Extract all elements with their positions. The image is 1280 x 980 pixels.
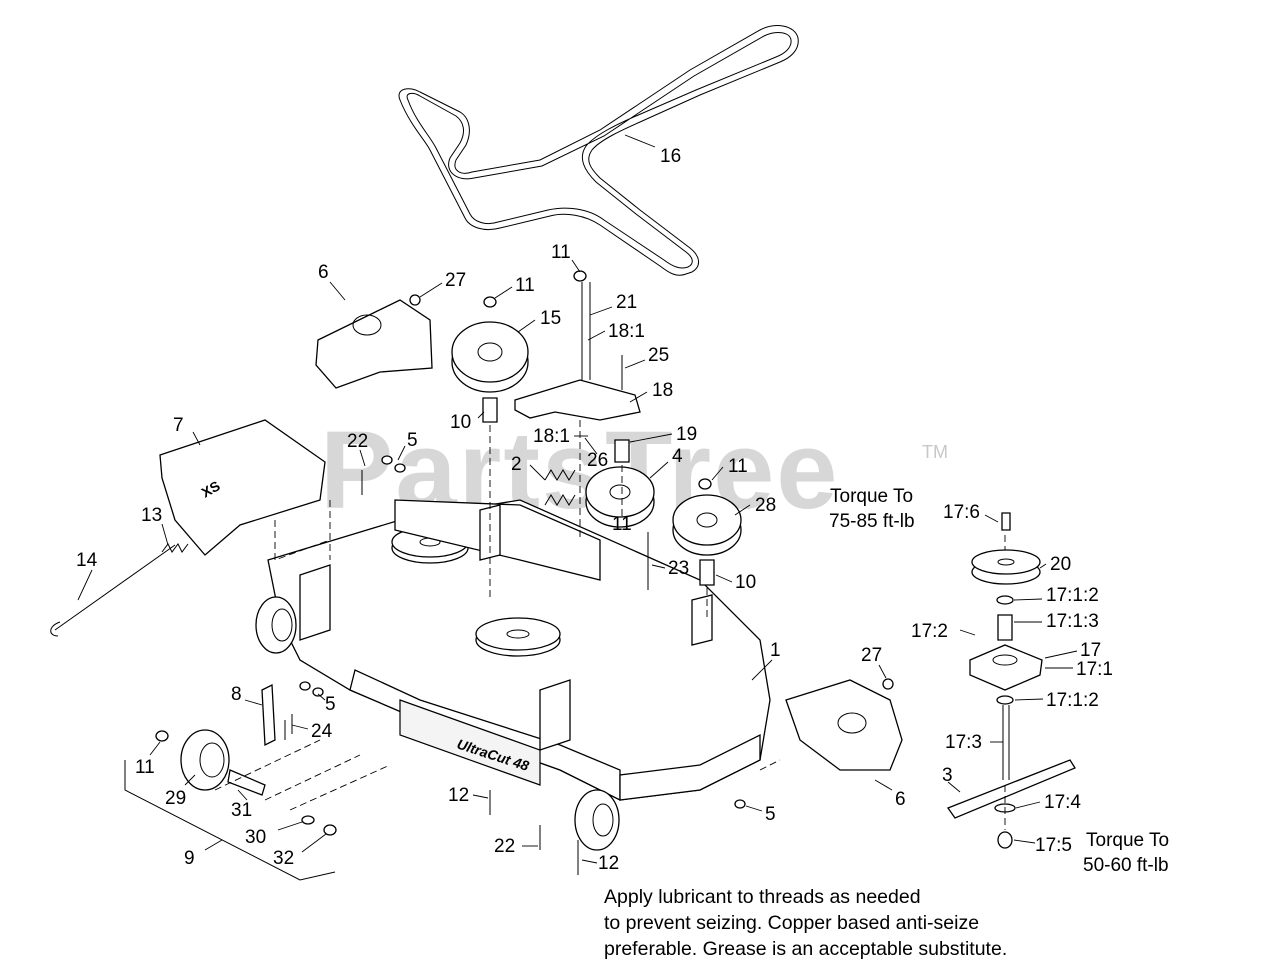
lubricant-note: Apply lubricant to threads as needed to … (604, 886, 1007, 960)
callout-17-4: 17:4 (1044, 792, 1081, 813)
hardware (299, 270, 894, 875)
callout-14: 14 (76, 550, 98, 571)
callout-18-1: 18:1 (608, 321, 645, 342)
spring-2 (544, 469, 576, 506)
callout-11: 11 (135, 757, 155, 778)
alignment-lines (214, 420, 1006, 830)
callout-5: 5 (765, 804, 776, 825)
callout-28: 28 (755, 495, 776, 516)
callout-17-1-2: 17:1:2 (1046, 690, 1099, 711)
callout-26: 26 (587, 450, 608, 471)
callout-1: 1 (770, 640, 781, 661)
callout-9: 9 (184, 848, 195, 869)
callout-32: 32 (273, 848, 294, 869)
callout-6: 6 (318, 262, 329, 283)
callout-6: 6 (895, 789, 906, 810)
callout-11: 11 (612, 514, 632, 535)
bracket-8 (261, 683, 293, 747)
callout-12: 12 (598, 853, 619, 874)
callout-8: 8 (231, 684, 242, 705)
callout-11: 11 (551, 242, 571, 263)
callout-7: 7 (173, 415, 184, 436)
callout-10: 10 (735, 572, 756, 593)
belt (398, 25, 799, 276)
spindle-assembly (946, 512, 1076, 849)
torque-notes: Torque To 75-85 ft-lb Torque To 50-60 ft… (829, 486, 1169, 876)
pulley-15 (451, 321, 529, 423)
wheel-group (124, 729, 337, 881)
callout-27: 27 (445, 270, 466, 291)
callouts: 16 11 21 6 27 11 15 18:1 25 18 10 7 22 5… (76, 146, 1113, 874)
callout-11: 11 (728, 456, 748, 477)
callout-17-1-2: 17:1:2 (1046, 585, 1099, 606)
torque-note-line: Torque To (830, 486, 913, 507)
callout-17-1-3: 17:1:3 (1046, 611, 1099, 632)
torque-note-line: 50-60 ft-lb (1083, 855, 1169, 876)
leader-lines (77, 134, 1078, 864)
rod-spring (50, 543, 189, 637)
callout-2: 2 (511, 454, 522, 475)
callout-24: 24 (311, 721, 333, 742)
callout-3: 3 (942, 765, 953, 786)
callout-18-1: 18:1 (533, 426, 570, 447)
callout-4: 4 (672, 446, 683, 467)
callout-10: 10 (450, 412, 471, 433)
callout-22: 22 (347, 431, 368, 452)
callout-23: 23 (668, 558, 689, 579)
idler-arm (514, 282, 641, 463)
callout-17-1: 17:1 (1076, 659, 1113, 680)
callout-29: 29 (165, 788, 186, 809)
callout-15: 15 (540, 308, 561, 329)
callout-18: 18 (652, 380, 673, 401)
callout-13: 13 (141, 505, 162, 526)
pulley-4 (585, 466, 655, 528)
deck-shield: XS (159, 419, 326, 556)
callout-11: 11 (515, 275, 535, 296)
callout-5: 5 (407, 430, 418, 451)
lubricant-note-line: to prevent seizing. Copper based anti-se… (604, 912, 979, 934)
belt-cover-right (785, 679, 903, 771)
callout-12: 12 (448, 785, 469, 806)
callout-31: 31 (231, 800, 252, 821)
callout-21: 21 (616, 292, 637, 313)
callout-16: 16 (660, 146, 681, 167)
callout-17-2: 17:2 (911, 621, 948, 642)
pulley-28 (672, 494, 742, 586)
callout-17: 17 (1080, 640, 1101, 661)
belt-cover-left (315, 299, 433, 389)
mower-deck: UltraCut 48 (255, 499, 771, 851)
callout-30: 30 (245, 827, 266, 848)
torque-note-line: Torque To (1086, 830, 1169, 851)
callout-5: 5 (325, 694, 336, 715)
callout-19: 19 (676, 424, 697, 445)
callout-27: 27 (861, 645, 882, 666)
callout-17-5: 17:5 (1035, 835, 1072, 856)
callout-25: 25 (648, 345, 669, 366)
callout-20: 20 (1050, 554, 1071, 575)
callout-22: 22 (494, 836, 515, 857)
watermark-trademark: TM (922, 442, 948, 462)
callout-17-3: 17:3 (945, 732, 982, 753)
lubricant-note-line: preferable. Grease is an acceptable subs… (604, 938, 1007, 960)
torque-note-line: 75-85 ft-lb (829, 511, 915, 532)
callout-17-6: 17:6 (943, 502, 980, 523)
lubricant-note-line: Apply lubricant to threads as needed (604, 886, 921, 908)
